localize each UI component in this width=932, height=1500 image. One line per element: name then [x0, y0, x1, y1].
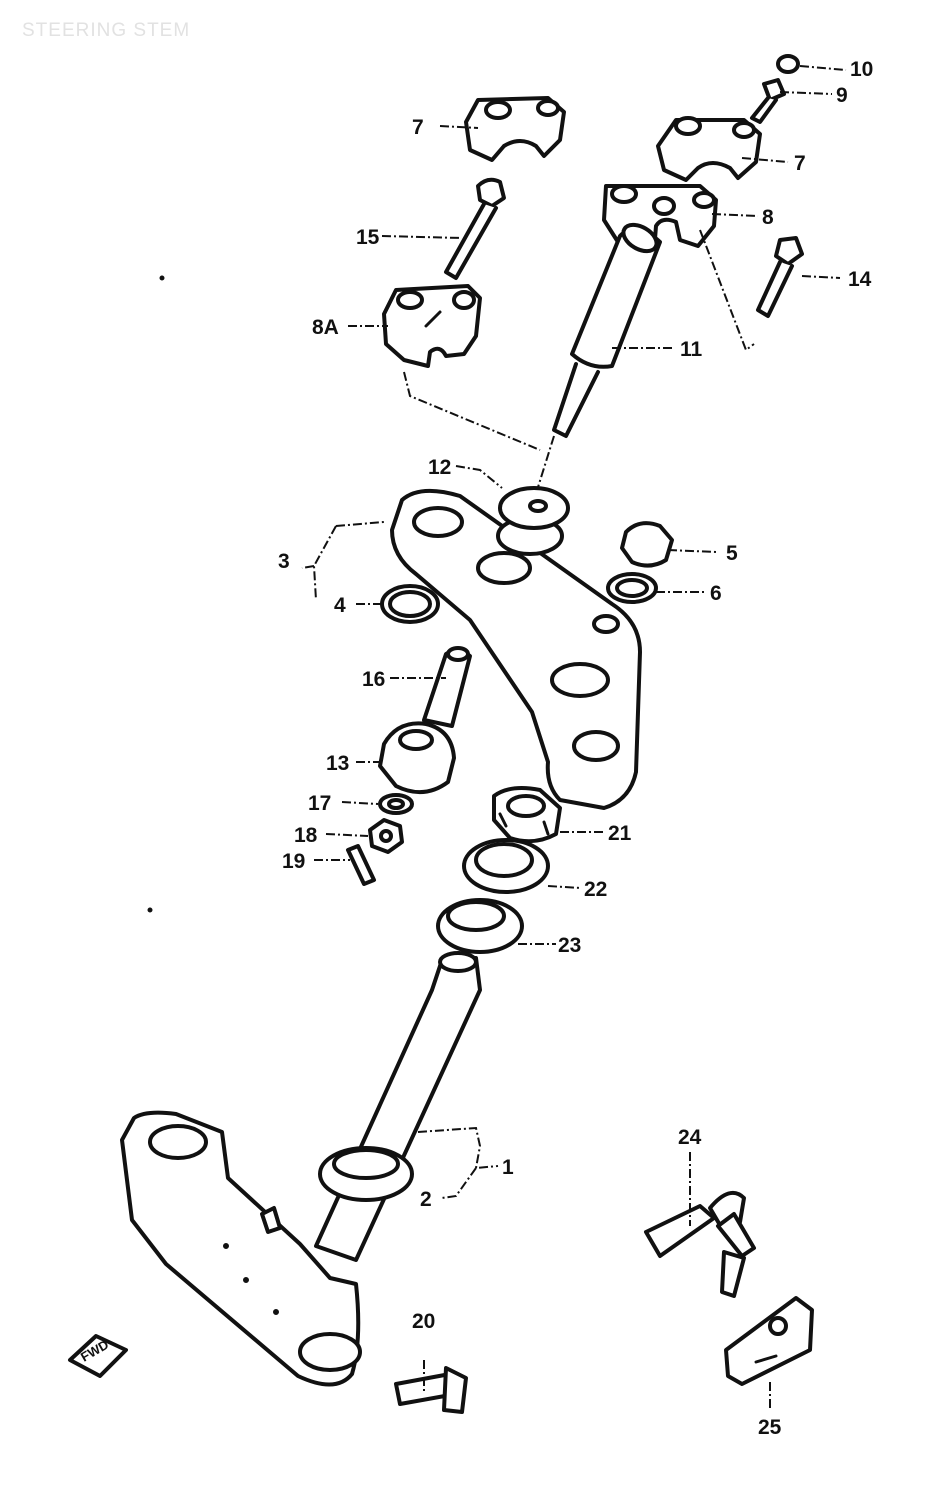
callout-16: 16 — [362, 668, 385, 691]
part-25-key-plate — [724, 1296, 814, 1386]
callout-10: 10 — [850, 58, 873, 81]
callout-8: 8 — [762, 206, 774, 229]
part-9-bolt — [750, 78, 786, 124]
part-16-pin — [422, 646, 472, 728]
part-22-bearing-race — [462, 838, 550, 894]
callout-5: 5 — [726, 542, 738, 565]
callout-18: 18 — [294, 824, 318, 847]
part-17-washer — [378, 793, 414, 815]
part-10-cap — [776, 54, 800, 74]
assembly-line-8a-to-12 — [403, 371, 541, 451]
callout-2: 2 — [420, 1188, 432, 1211]
callout-3: 3 — [278, 550, 290, 573]
fwd-arrow-icon: FWD — [68, 1334, 128, 1378]
part-11-handlebar-post — [552, 222, 662, 438]
callout-22: 22 — [584, 878, 607, 901]
part-3-upper-bracket — [390, 488, 642, 810]
scan-speck — [159, 275, 165, 281]
callout-13: 13 — [326, 752, 349, 775]
part-5-cap-nut — [620, 521, 674, 568]
callout-23: 23 — [558, 934, 581, 957]
assembly-line-8-to-14 — [699, 229, 755, 352]
part-18-nut — [368, 818, 404, 854]
callout-leader-lines — [301, 65, 847, 1410]
callout-4: 4 — [334, 594, 346, 617]
part-4-ring — [380, 584, 440, 624]
callout-20: 20 — [412, 1310, 435, 1333]
part-20-bolt — [394, 1366, 468, 1414]
part-21-stem-nut — [492, 786, 562, 844]
callout-12: 12 — [428, 456, 451, 479]
callout-7-right: 7 — [794, 152, 806, 175]
callout-8a: 8A — [312, 316, 339, 339]
scan-speck — [147, 907, 153, 913]
part-13-damper-knob — [378, 721, 456, 794]
part-2-lower-bearing — [318, 1146, 414, 1202]
part-6-washer — [606, 572, 658, 604]
callout-labels: 10 9 7 7 8 15 14 8A 11 12 3 5 4 6 16 13 … — [278, 58, 873, 1439]
callout-24: 24 — [678, 1126, 702, 1149]
callout-7-left: 7 — [412, 116, 424, 139]
callout-6: 6 — [710, 582, 722, 605]
part-24-lock-and-keys — [644, 1190, 756, 1298]
callout-15: 15 — [356, 226, 380, 249]
part-7-left-upper-holder — [464, 96, 566, 162]
callout-9: 9 — [836, 84, 848, 107]
part-12-grommet — [496, 486, 570, 556]
part-8-lower-holder — [602, 184, 718, 256]
callout-14: 14 — [848, 268, 872, 291]
part-15-long-bolt — [444, 177, 506, 280]
callout-1: 1 — [502, 1156, 514, 1179]
callout-21: 21 — [608, 822, 632, 845]
callout-25: 25 — [758, 1416, 782, 1439]
callout-19: 19 — [282, 850, 305, 873]
callout-17: 17 — [308, 792, 331, 815]
part-23-bearing — [436, 898, 524, 954]
part-8a-lower-holder — [382, 284, 482, 368]
part-14-bolt — [756, 236, 804, 318]
part-19-set-screw — [346, 844, 376, 886]
callout-11: 11 — [680, 338, 703, 361]
diagram-title: STEERING STEM — [22, 20, 191, 41]
part-7-right-upper-holder — [656, 116, 762, 182]
